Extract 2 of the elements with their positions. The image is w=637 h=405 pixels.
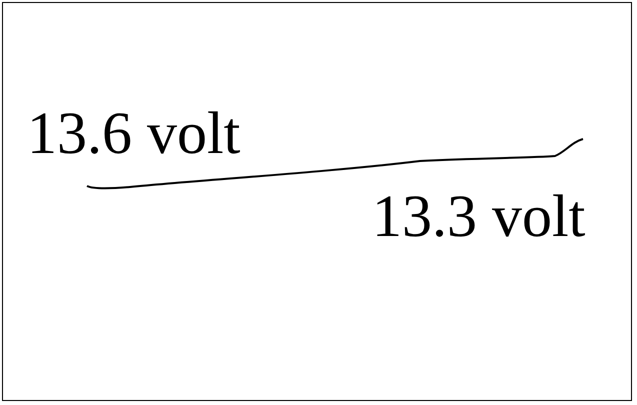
voltage-label: 13.3 volt <box>372 185 586 247</box>
voltage-label: 13.6 volt <box>27 102 240 164</box>
